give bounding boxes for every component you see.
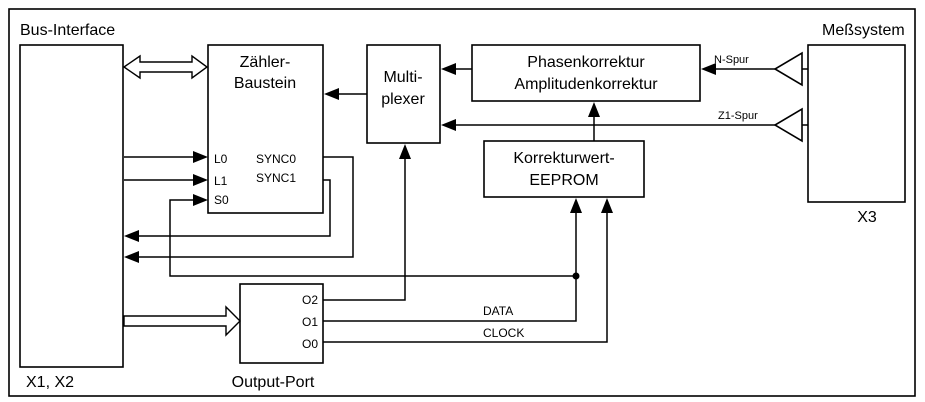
data-label: DATA: [483, 304, 513, 318]
pin-o1: O1: [302, 315, 318, 329]
zaehler-baustein-block: [207, 44, 324, 214]
pin-sync1: SYNC1: [256, 171, 296, 185]
pin-s0: S0: [214, 193, 229, 207]
pin-l0: L0: [214, 152, 228, 166]
outer-frame: [8, 8, 916, 397]
arrow-bus-to-l0: [124, 151, 208, 163]
arrow-clock-to-eeprom: [323, 198, 613, 343]
bus-interface-block: [19, 44, 124, 368]
korrektur-label-line1: Phasenkorrektur: [527, 54, 645, 71]
n-spur-label: N-Spur: [714, 54, 749, 66]
arrow-bus-to-l1: [124, 174, 208, 186]
clock-label: CLOCK: [483, 326, 524, 340]
arrow-data-to-eeprom: [323, 198, 582, 322]
arrow-sync1-to-bus: [124, 179, 331, 242]
z1-spur-signal: [441, 107, 808, 143]
pin-sync0: SYNC0: [256, 152, 296, 166]
eeprom-label-line1: Korrekturwert-: [513, 150, 614, 167]
korrektur-label-line2: Amplitudenkorrektur: [514, 76, 658, 93]
messsystem-title: Meßsystem: [822, 22, 905, 39]
pin-o0: O0: [302, 337, 318, 351]
messsystem-block: [807, 44, 906, 203]
bus-interface-title: Bus-Interface: [20, 22, 115, 39]
arrow-to-s0: [169, 194, 576, 277]
bidirectional-bus-arrow: [122, 54, 209, 80]
korrektur-block: [471, 44, 701, 102]
arrow-eeprom-to-korrektur: [588, 102, 600, 141]
n-spur-signal: [701, 51, 808, 87]
multiplexer-label-line2: plexer: [381, 91, 425, 108]
eeprom-block: [483, 140, 645, 198]
zaehler-label-line1: Zähler-: [240, 54, 291, 71]
multiplexer-label-line1: Multi-: [383, 69, 422, 86]
pin-o2: O2: [302, 293, 318, 307]
pin-l1: L1: [214, 174, 228, 188]
arrow-sync0-to-bus: [124, 156, 354, 263]
arrow-korrektur-to-multiplexer: [441, 63, 472, 75]
arrow-bus-to-output-port: [123, 305, 241, 337]
zaehler-label-line2: Baustein: [234, 75, 296, 92]
bus-interface-label: X1, X2: [26, 374, 74, 391]
arrow-multiplexer-to-zaehler: [324, 88, 367, 100]
multiplexer-block: [366, 44, 441, 144]
output-port-label: Output-Port: [232, 374, 315, 391]
eeprom-label-line2: EEPROM: [529, 172, 598, 189]
arrow-o2-to-multiplexer: [323, 144, 411, 301]
z1-spur-label: Z1-Spur: [718, 110, 758, 122]
messsystem-label: X3: [857, 209, 877, 226]
output-port-block: [239, 283, 324, 364]
